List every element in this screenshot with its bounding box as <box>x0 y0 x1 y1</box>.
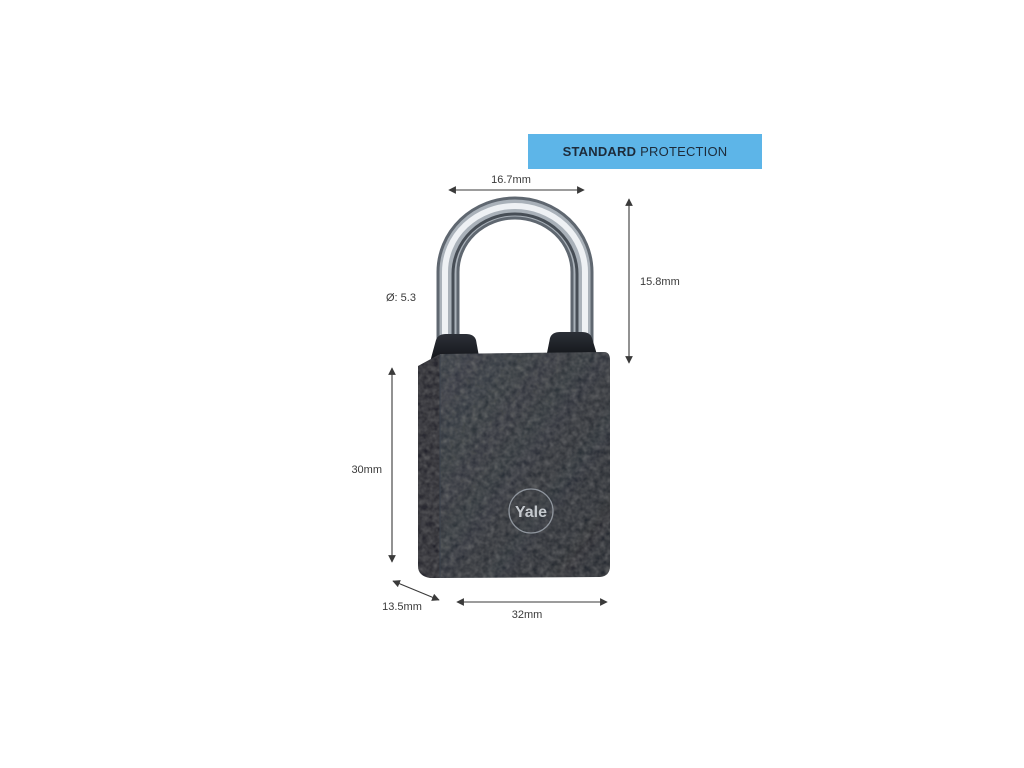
protection-level-rest: PROTECTION <box>640 144 728 159</box>
body-width-label: 32mm <box>512 609 543 621</box>
lock-body-side <box>418 354 440 578</box>
protection-level-bold: STANDARD <box>562 144 637 159</box>
shackle-diameter-label: Ø: 5.3 <box>386 292 416 304</box>
body-depth-label: 13.5mm <box>382 601 422 613</box>
shackle-height-label: 15.8mm <box>640 276 680 288</box>
yale-logo-text: Yale <box>515 504 547 521</box>
shackle-width-label: 16.7mm <box>491 174 531 186</box>
protection-level-banner: STANDARD PROTECTION <box>528 134 762 169</box>
yale-logo: Yale <box>508 488 554 534</box>
lock-body-front <box>440 352 610 578</box>
body-depth-arrow <box>392 580 440 601</box>
shackle <box>436 196 594 350</box>
lock-body <box>418 352 610 578</box>
body-height-label: 30mm <box>351 464 382 476</box>
right-shackle-collar <box>546 332 598 358</box>
